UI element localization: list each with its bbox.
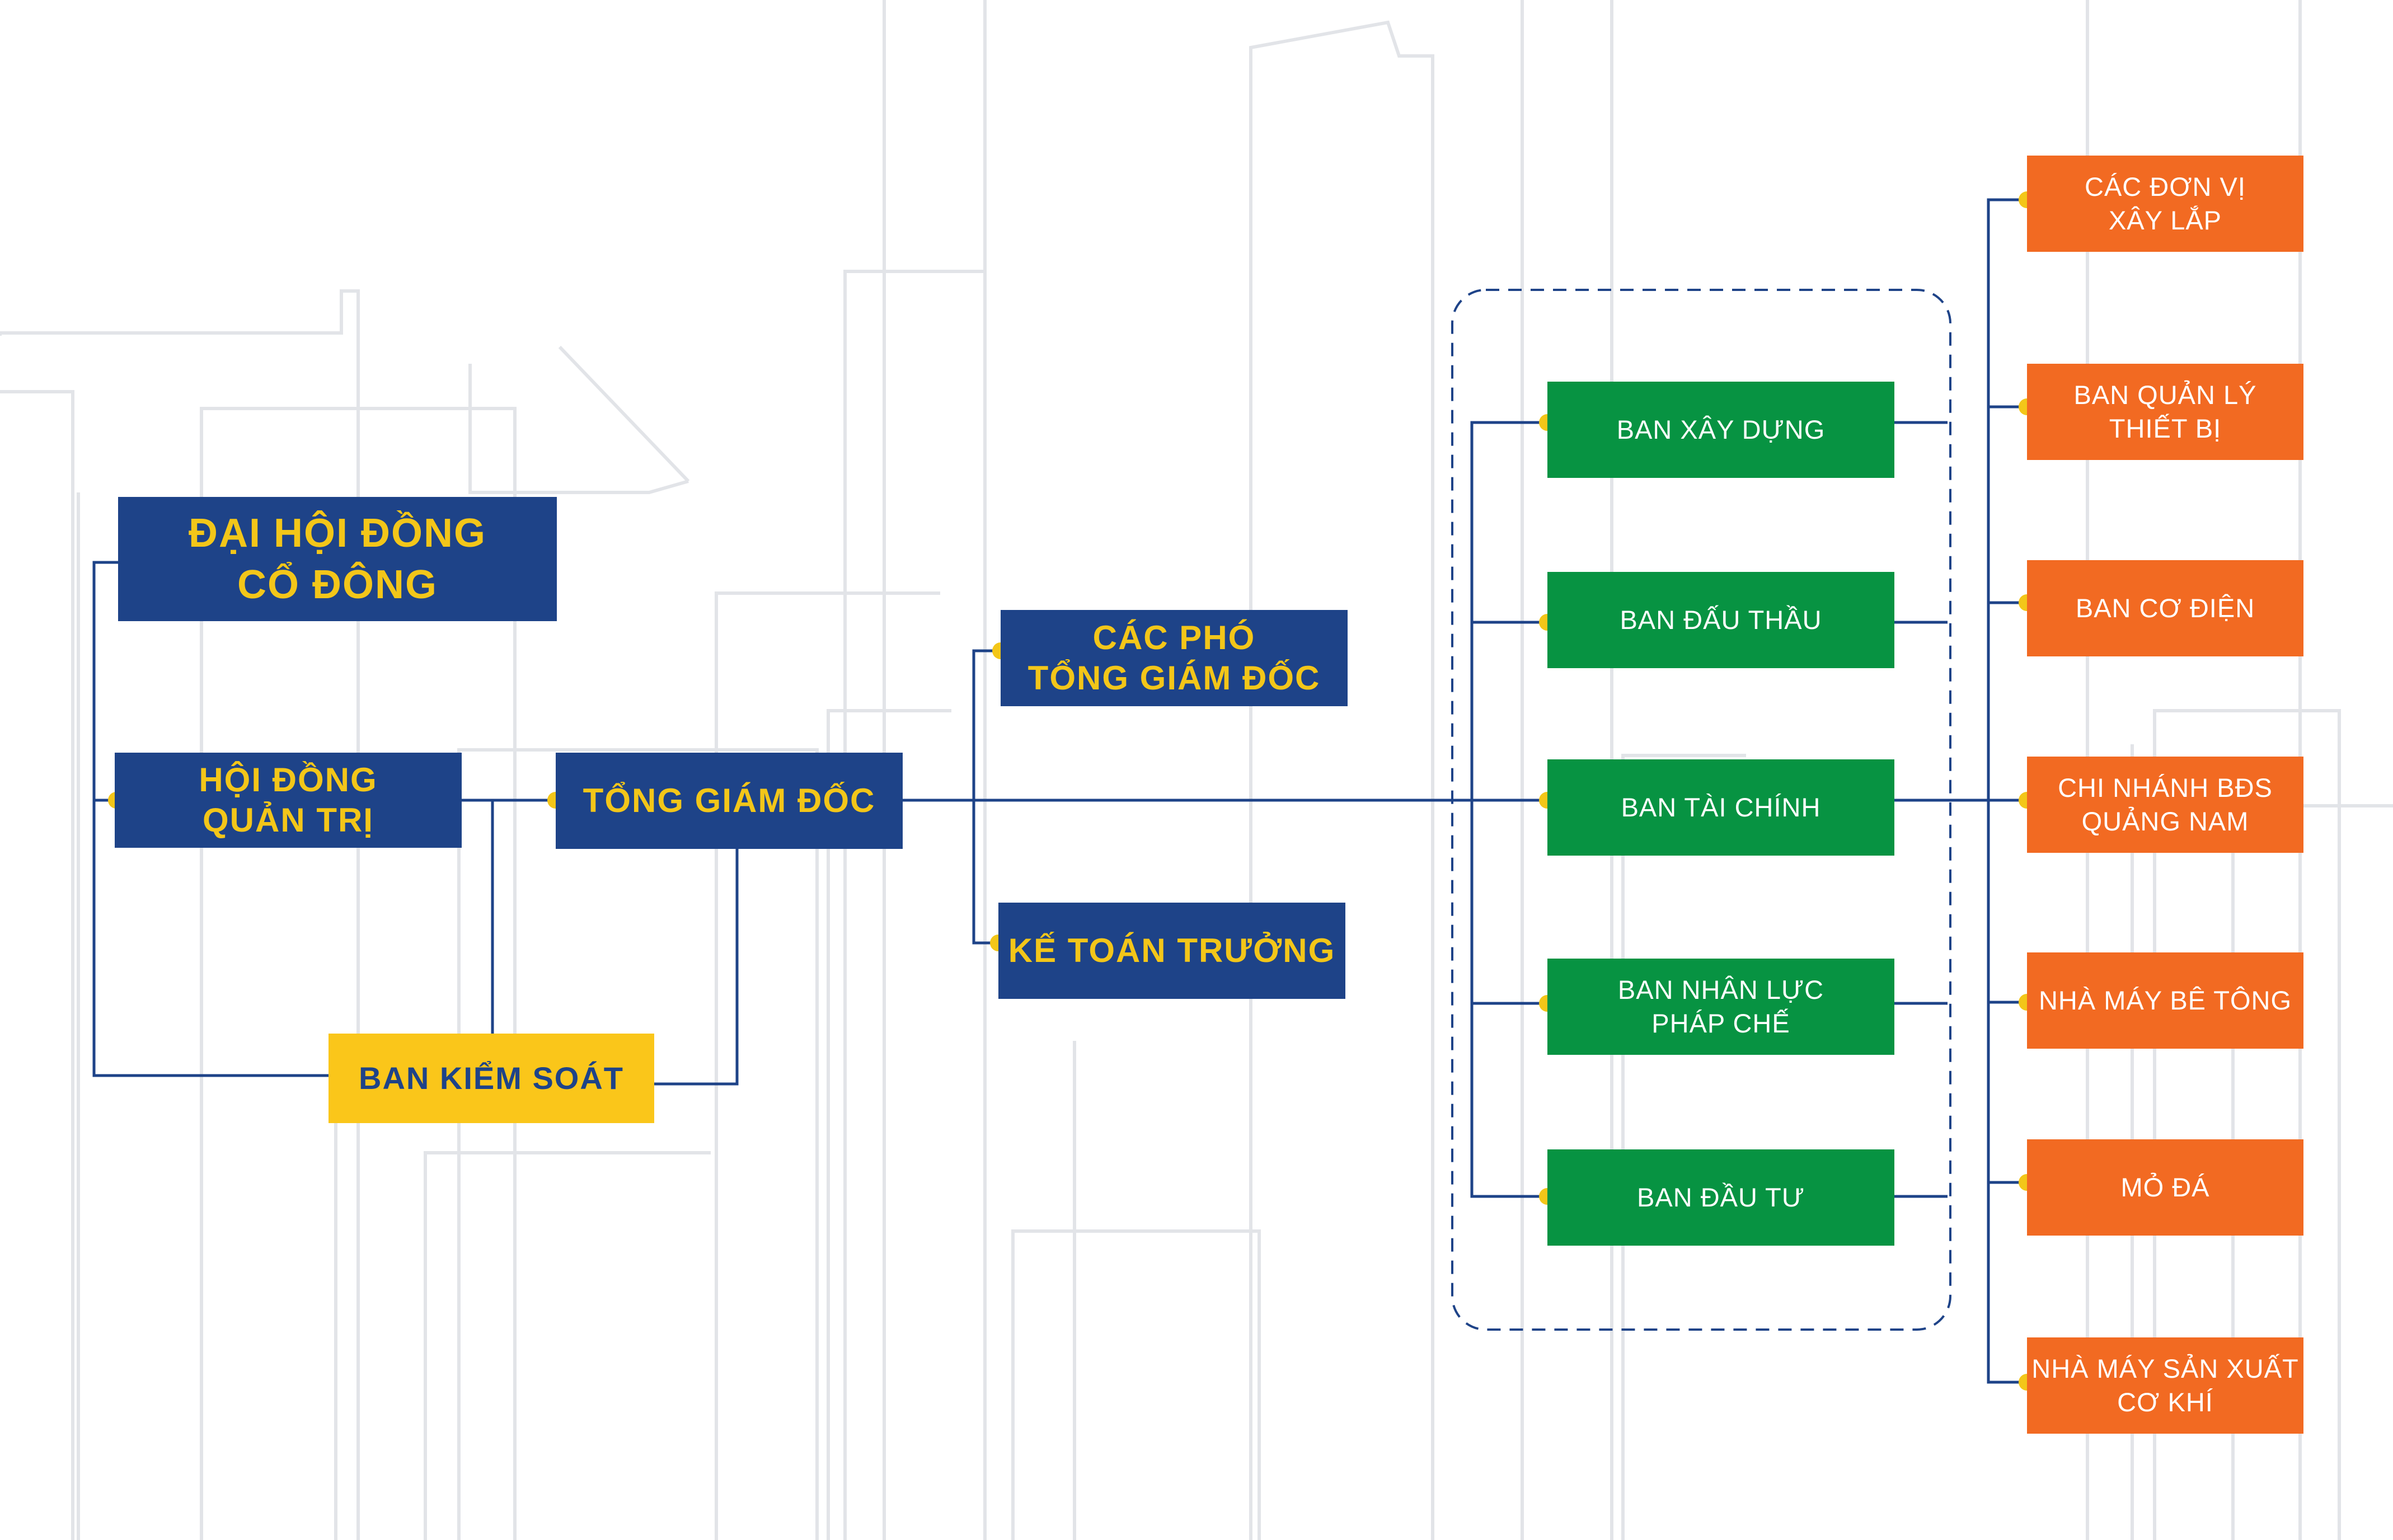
real-estate-branch-box: CHI NHÁNH BĐS QUẢNG NAM bbox=[2027, 757, 2303, 853]
supervisory-board-box: BAN KIỂM SOÁT bbox=[329, 1034, 654, 1123]
finance-dept-box: BAN TÀI CHÍNH bbox=[1547, 759, 1894, 856]
link-departments-bus bbox=[1470, 421, 1547, 1198]
link-ceo-deputies-accountant bbox=[972, 649, 1001, 945]
investment-dept-box: BAN ĐẦU TƯ bbox=[1547, 1149, 1894, 1246]
equipment-management-box: BAN QUẢN LÝ THIẾT BỊ bbox=[2027, 364, 2303, 460]
construction-units-box: CÁC ĐƠN VỊ XÂY LẮP bbox=[2027, 156, 2303, 252]
ceo-box: TỔNG GIÁM ĐỐC bbox=[556, 753, 903, 849]
chief-accountant-box: KẾ TOÁN TRƯỞNG bbox=[998, 903, 1345, 999]
mechanical-electrical-box: BAN CƠ ĐIỆN bbox=[2027, 560, 2303, 656]
link-subunits-bus bbox=[1987, 198, 2027, 1384]
deputy-ceos-box: CÁC PHÓ TỔNG GIÁM ĐỐC bbox=[1001, 610, 1348, 706]
board-box: HỘI ĐỒNG QUẢN TRỊ bbox=[115, 753, 462, 848]
hr-legal-dept-box: BAN NHÂN LỰC PHÁP CHẾ bbox=[1547, 959, 1894, 1055]
department-group-dashed-frame bbox=[1451, 289, 1951, 1331]
quarry-box: MỎ ĐÁ bbox=[2027, 1139, 2303, 1236]
mechanical-factory-box: NHÀ MÁY SẢN XUẤT CƠ KHÍ bbox=[2027, 1337, 2303, 1434]
concrete-plant-box: NHÀ MÁY BÊ TÔNG bbox=[2027, 952, 2303, 1049]
construction-dept-box: BAN XÂY DỰNG bbox=[1547, 382, 1894, 478]
bidding-dept-box: BAN ĐẤU THẦU bbox=[1547, 572, 1894, 668]
link-ceo-supervisory bbox=[654, 849, 739, 1086]
shareholders-box: ĐẠI HỘI ĐỒNG CỔ ĐÔNG bbox=[118, 497, 557, 621]
link-shareholders-supervisory bbox=[92, 561, 329, 1077]
